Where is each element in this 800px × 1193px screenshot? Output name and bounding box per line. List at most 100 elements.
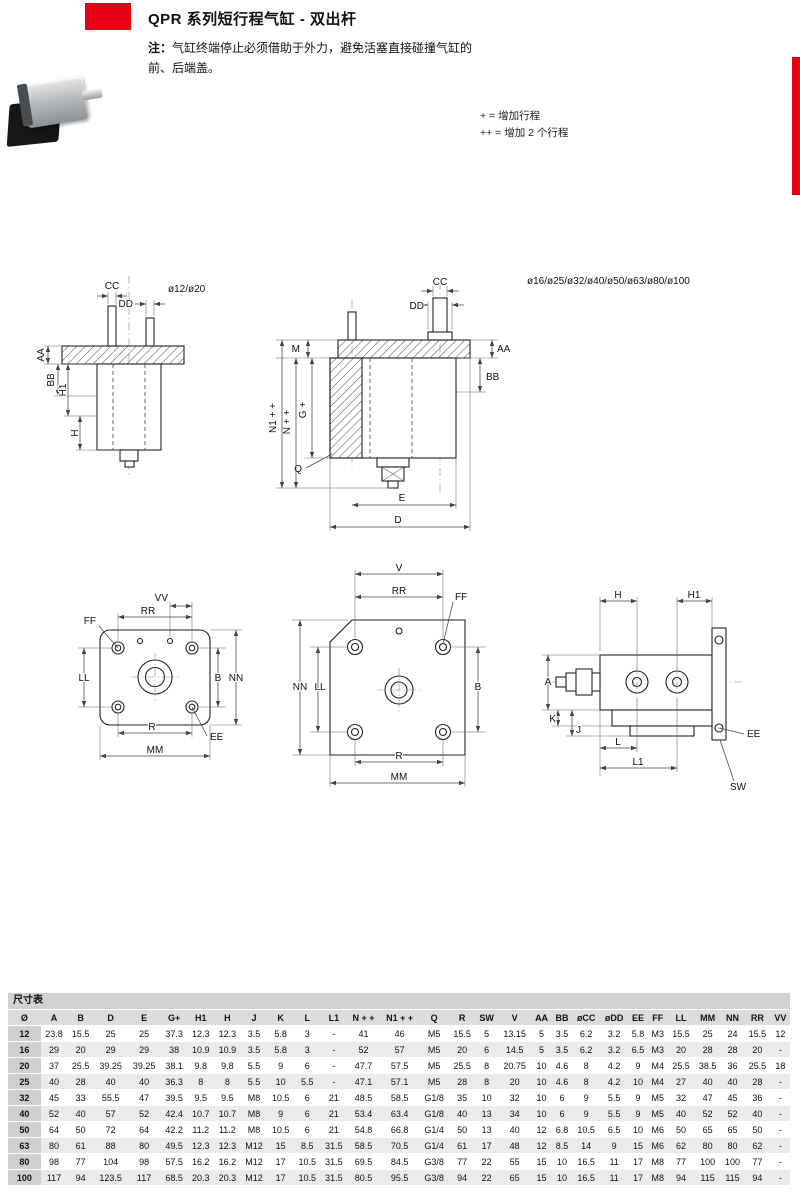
- row-header-bore-size: 16: [8, 1042, 41, 1058]
- table-cell: 21: [320, 1090, 348, 1106]
- table-cell: 21: [320, 1106, 348, 1122]
- column-header: SW: [475, 1010, 498, 1026]
- table-cell: 62: [744, 1138, 771, 1154]
- table-cell: 64: [127, 1122, 161, 1138]
- table-cell: 13: [475, 1122, 498, 1138]
- column-header: R: [448, 1010, 476, 1026]
- table-cell: 40: [67, 1106, 94, 1122]
- table-cell: 65: [720, 1122, 745, 1138]
- row-header-bore-size: 20: [8, 1058, 41, 1074]
- table-cell: 80.5: [347, 1170, 380, 1186]
- table-cell: -: [320, 1042, 348, 1058]
- table-cell: 88: [93, 1138, 128, 1154]
- column-header: D: [93, 1010, 128, 1026]
- table-cell: -: [770, 1042, 790, 1058]
- table-cell: 69.5: [347, 1154, 380, 1170]
- dim-label-mm2: MM: [391, 772, 408, 783]
- table-cell: 48: [497, 1138, 532, 1154]
- table-cell: 94: [67, 1170, 94, 1186]
- table-cell: 25.5: [744, 1058, 771, 1074]
- table-cell: 10.5: [267, 1090, 294, 1106]
- drawing-front-view-large: V RR FF NN LL B R MM: [292, 562, 486, 787]
- table-cell: 17: [475, 1138, 498, 1154]
- table-cell: 18: [770, 1058, 790, 1074]
- drawing-side-elevation: H H1 A K J L L1 EE SW: [542, 589, 762, 794]
- table-cell: 45: [40, 1090, 68, 1106]
- table-cell: 80: [720, 1138, 745, 1154]
- table-cell: 5.8: [628, 1026, 648, 1042]
- table-cell: 9: [628, 1090, 648, 1106]
- column-header: VV: [770, 1010, 790, 1026]
- table-cell: 115: [694, 1170, 721, 1186]
- table-cell: 15: [531, 1154, 552, 1170]
- table-cell: 25.5: [67, 1058, 94, 1074]
- table-cell: 10: [551, 1170, 573, 1186]
- dim-label-bb2: BB: [486, 372, 500, 383]
- drawing-section-large: ø16/ø25/ø32/ø40/ø50/ø63/ø80/ø100 CC DD Q: [267, 275, 692, 531]
- row-header-bore-size: 12: [8, 1026, 41, 1042]
- column-header: Ø: [8, 1010, 41, 1026]
- table-cell: 5.5: [240, 1074, 268, 1090]
- table-cell: 77: [667, 1154, 695, 1170]
- table-cell: 25: [93, 1026, 128, 1042]
- table-cell: 25: [127, 1026, 161, 1042]
- table-cell: 37: [40, 1058, 68, 1074]
- table-cell: 6.2: [572, 1026, 601, 1042]
- column-header: N + +: [347, 1010, 380, 1026]
- row-header-bore-size: 25: [8, 1074, 41, 1090]
- table-cell: 53.4: [347, 1106, 380, 1122]
- table-cell: 10.7: [187, 1106, 215, 1122]
- table-cell: 64: [40, 1122, 68, 1138]
- table-cell: 45: [720, 1090, 745, 1106]
- table-cell: 57.5: [160, 1154, 188, 1170]
- table-cell: 20: [497, 1074, 532, 1090]
- table-cell: 80: [127, 1138, 161, 1154]
- table-cell: 28: [448, 1074, 476, 1090]
- page-edge-tab: [792, 57, 800, 195]
- row-header-bore-size: 50: [8, 1122, 41, 1138]
- table-cell: 10: [628, 1122, 648, 1138]
- table-cell: M8: [240, 1106, 268, 1122]
- dim-label-dd2: DD: [410, 301, 424, 312]
- table-cell: 10.9: [214, 1042, 241, 1058]
- dim-label-nn2: NN: [293, 682, 307, 693]
- table-cell: 42.4: [160, 1106, 188, 1122]
- column-header: L1: [320, 1010, 348, 1026]
- table-cell: -: [320, 1026, 348, 1042]
- table-cell: G1/8: [419, 1090, 449, 1106]
- table-cell: 9: [628, 1106, 648, 1122]
- table-cell: 95.5: [379, 1170, 420, 1186]
- table-cell: 5.5: [293, 1074, 321, 1090]
- table-cell: M4: [647, 1058, 668, 1074]
- table-cell: 62: [667, 1138, 695, 1154]
- column-header: K: [267, 1010, 294, 1026]
- table-cell: 80: [40, 1138, 68, 1154]
- table-cell: 117: [40, 1170, 68, 1186]
- table-cell: 9.8: [214, 1058, 241, 1074]
- table-cell: 39.25: [127, 1058, 161, 1074]
- table-cell: 17: [628, 1170, 648, 1186]
- dim-label-bb: BB: [46, 373, 57, 387]
- table-cell: 13: [475, 1106, 498, 1122]
- dim-label-ff: FF: [84, 616, 96, 627]
- dim-label-mm: MM: [147, 745, 164, 756]
- table-cell: 54.8: [347, 1122, 380, 1138]
- table-cell: 32: [667, 1090, 695, 1106]
- table-cell: 15: [267, 1138, 294, 1154]
- column-header: øCC: [572, 1010, 601, 1026]
- table-cell: 46: [379, 1026, 420, 1042]
- table-cell: 40: [744, 1106, 771, 1122]
- table-cell: 25.5: [667, 1058, 695, 1074]
- table-cell: -: [770, 1154, 790, 1170]
- table-cell: 66.8: [379, 1122, 420, 1138]
- column-header: V: [497, 1010, 532, 1026]
- table-cell: 100: [720, 1154, 745, 1170]
- table-cell: 40: [127, 1074, 161, 1090]
- table-cell: 40: [497, 1122, 532, 1138]
- dim-label-r2: R: [395, 751, 402, 762]
- table-cell: 12.3: [187, 1138, 215, 1154]
- table-cell: 6.2: [572, 1042, 601, 1058]
- dim-label-ee2: EE: [747, 729, 761, 740]
